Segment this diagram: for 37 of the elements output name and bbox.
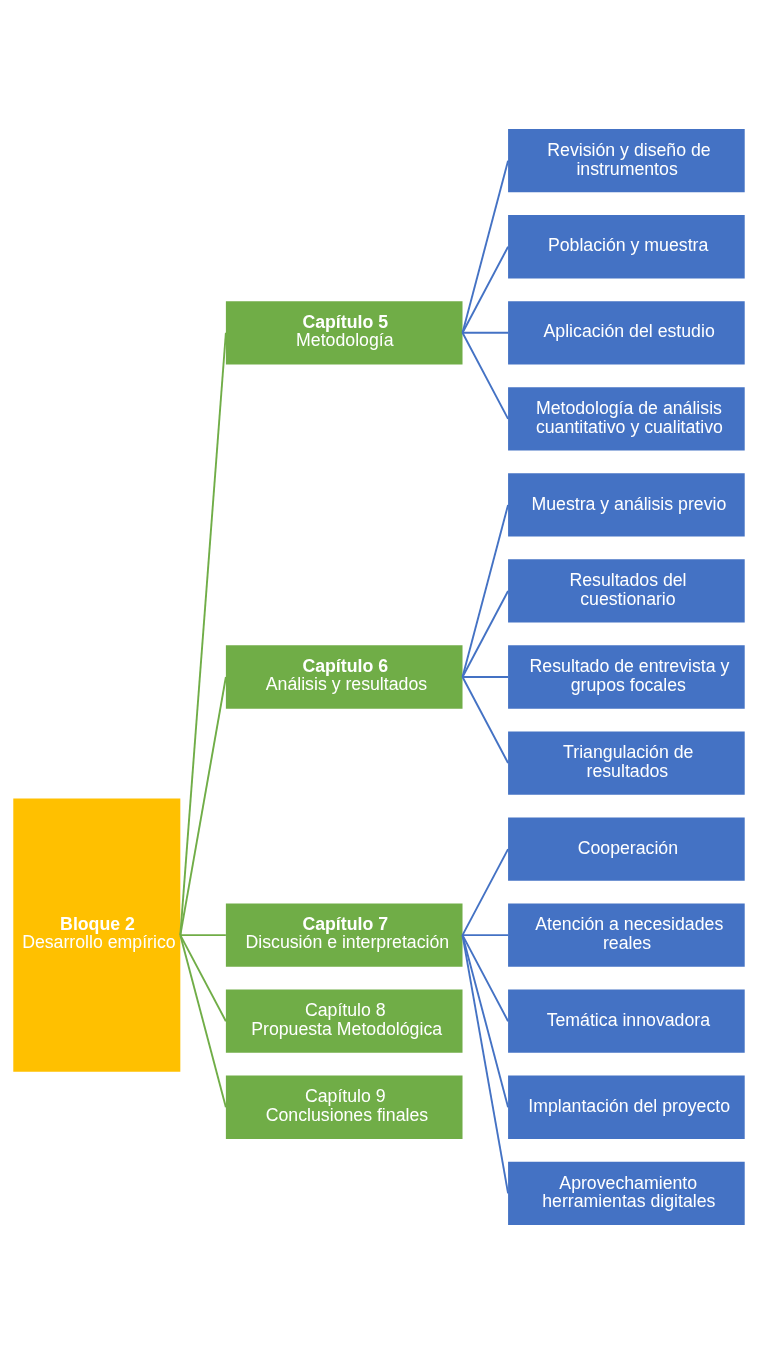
node-box: Capítulo 6 Análisis y resultados [225,644,463,709]
node-box: Revisión y diseño de instrumentos [508,128,745,192]
node-box: Capítulo 5 Metodología [225,300,463,364]
connector [461,933,510,1108]
connector [461,933,510,1194]
node-box: Población y muestra [508,214,745,278]
node-box: Triangulación de resultados [508,730,745,795]
connector [461,933,510,936]
node-box: Muestra y análisis previo [508,472,745,537]
connector [461,331,510,420]
node-box: Capítulo 7 Discusión e interpretación [225,903,463,967]
connector [461,245,510,334]
connector [179,675,227,936]
node-box: Metodología de análisis cuantitativo y cualitativo [508,386,745,450]
connector [461,331,510,334]
connector [461,847,510,936]
node-box: Atención a necesidades reales [508,903,745,967]
node-box: Aprovechamiento herramientas digitales [508,1161,745,1225]
node-box: Temática innovadora [508,989,745,1053]
node-box: Capítulo 8 Propuesta Metodológica [225,989,463,1053]
connector [461,675,510,678]
node-box: Bloque 2 Desarrollo empírico [13,798,181,1072]
connector [461,675,510,764]
node-box: Aplicación del estudio [508,300,745,364]
connector [461,933,510,1022]
connector [179,933,227,1108]
connector [179,933,227,936]
connector [461,589,510,678]
connector [179,331,227,936]
connector [461,503,510,678]
node-box: Cooperación [508,816,745,881]
node-box: Resultados del cuestionario [508,558,745,623]
connector [461,159,510,334]
node-box: Resultado de entrevista y grupos focales [508,644,745,709]
connector [179,933,227,1022]
node-box: Capítulo 9 Conclusiones finales [225,1075,463,1139]
node-box: Implantación del proyecto [508,1075,745,1139]
